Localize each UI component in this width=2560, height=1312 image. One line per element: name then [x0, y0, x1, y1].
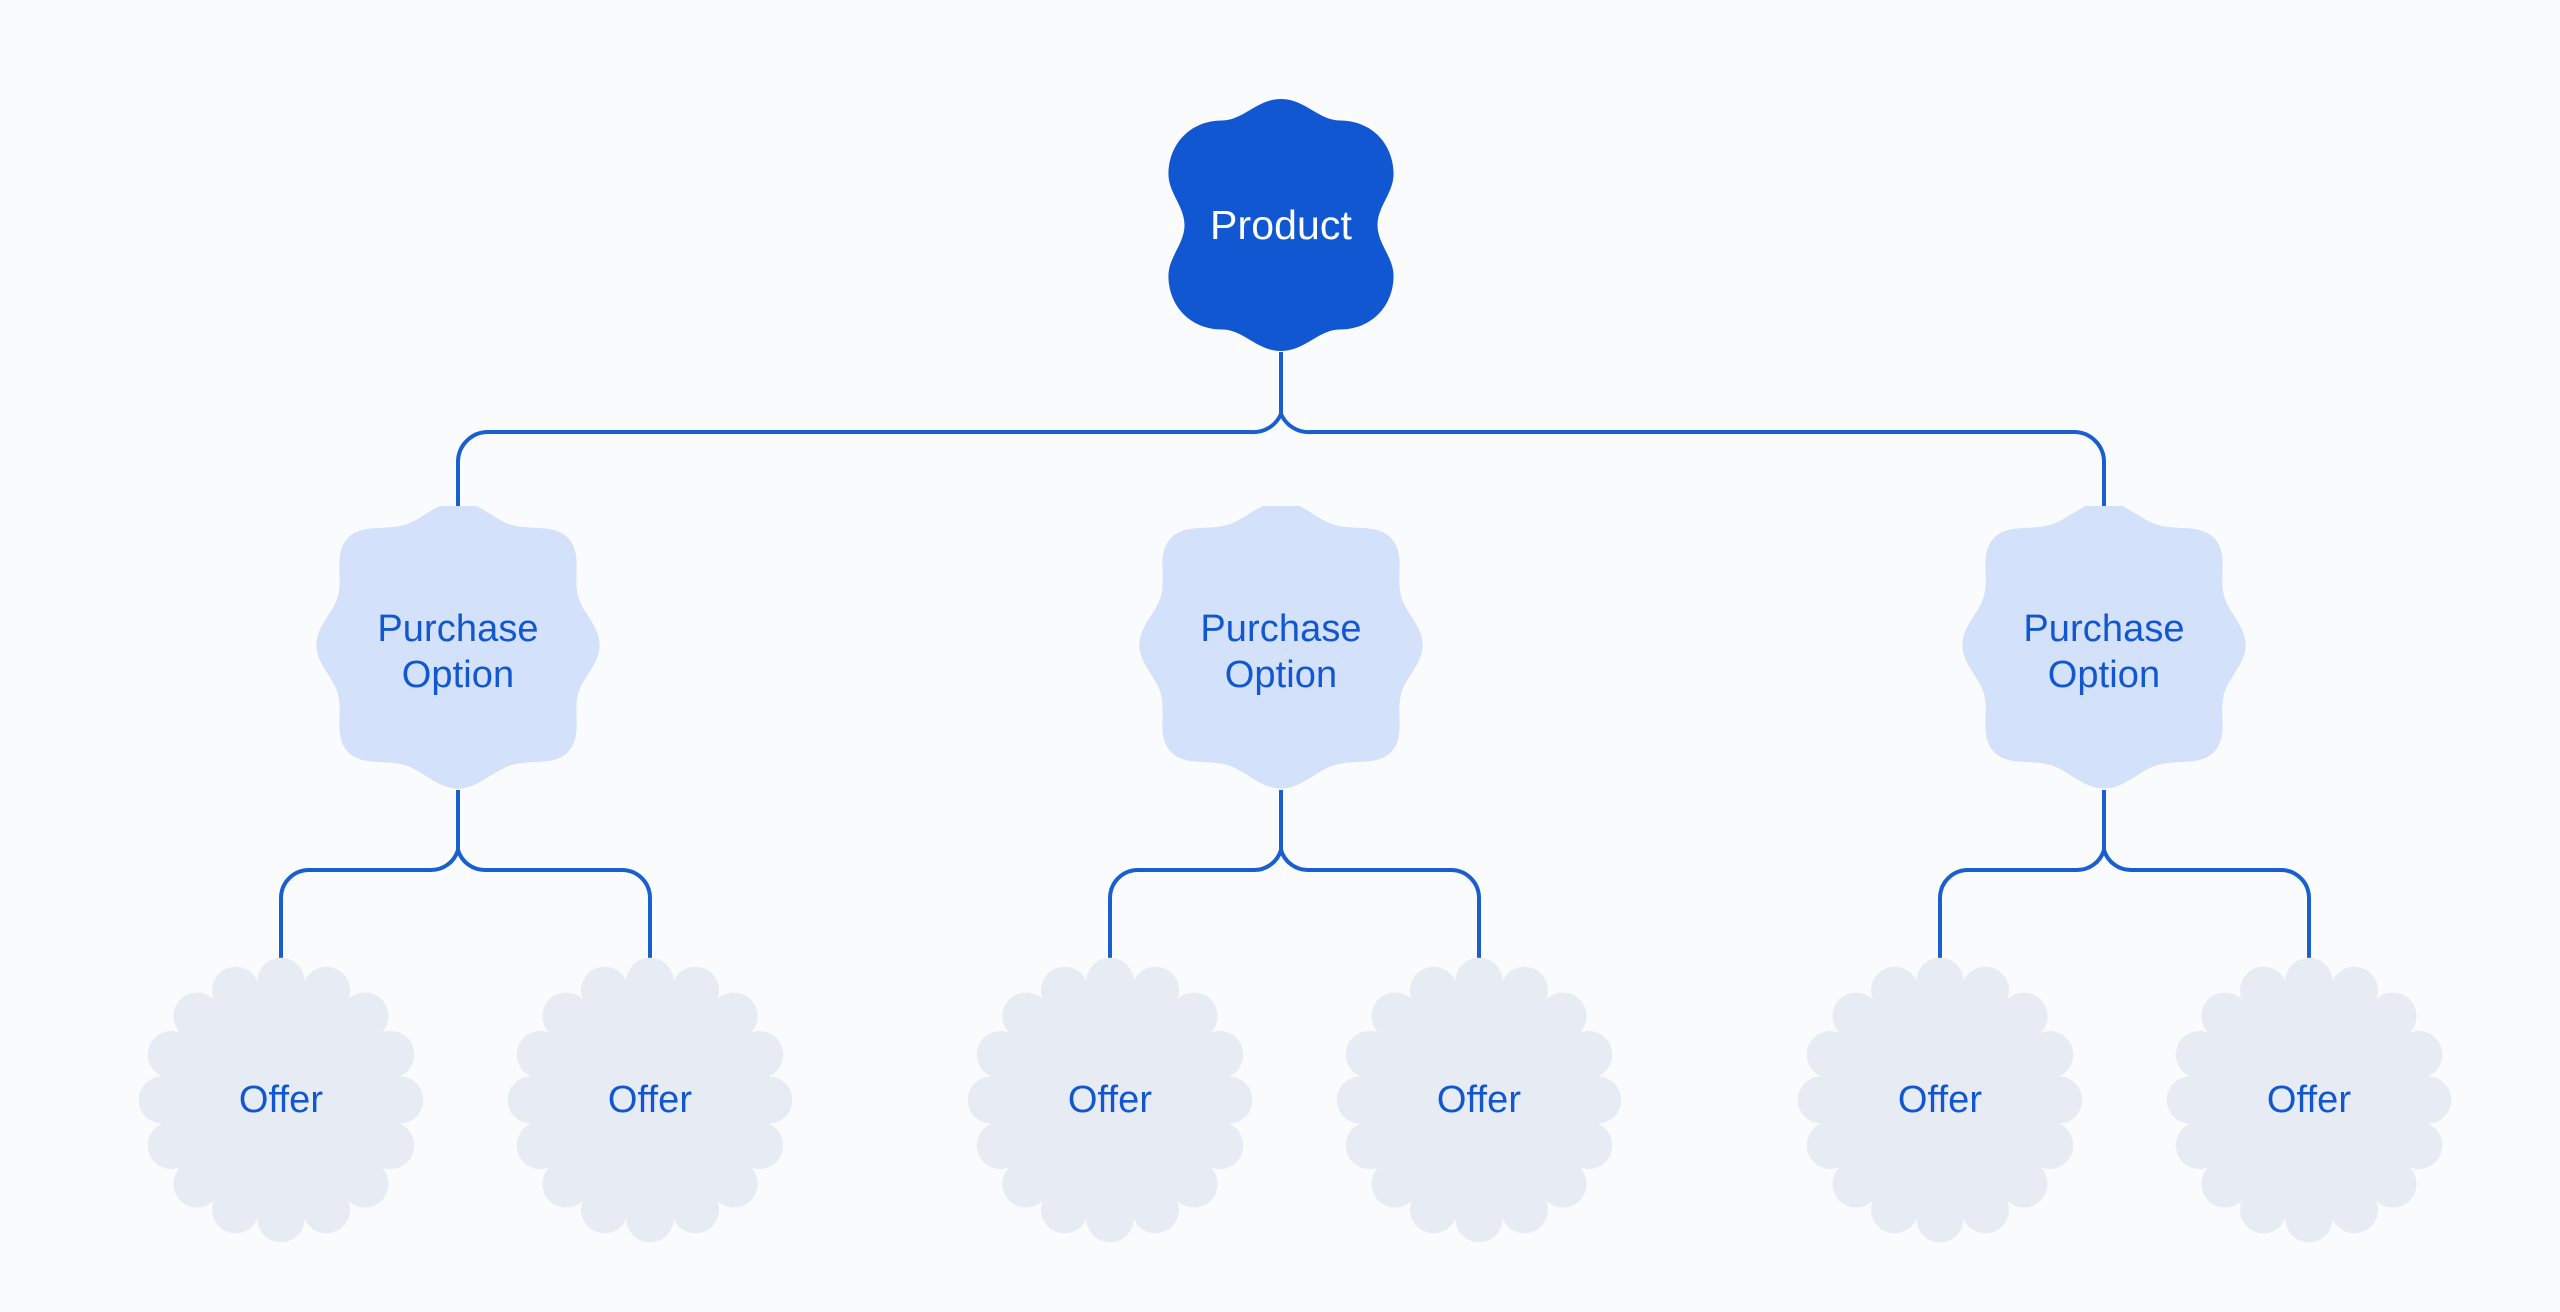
node-product[interactable]: Product: [1147, 89, 1415, 361]
node-offer-6[interactable]: Offer: [2166, 957, 2452, 1243]
product-shape-icon: [1168, 99, 1394, 351]
purchase-option-shape-icon: [316, 506, 600, 789]
offer-shape-icon: [138, 957, 424, 1243]
node-purchase-option-2[interactable]: Purchase Option: [1129, 506, 1433, 798]
connector-option-3-bus: [1938, 848, 2311, 962]
node-offer-3[interactable]: Offer: [967, 957, 1253, 1243]
connector-product-bus: [456, 412, 2106, 512]
connector-option-2-bus: [1108, 848, 1481, 962]
connector-option-1-bus: [279, 848, 652, 962]
purchase-option-shape-icon: [1139, 506, 1423, 789]
node-offer-4[interactable]: Offer: [1336, 957, 1622, 1243]
offer-shape-icon: [2166, 957, 2452, 1243]
offer-shape-icon: [967, 957, 1253, 1243]
purchase-option-shape-icon: [1962, 506, 2246, 789]
node-purchase-option-1[interactable]: Purchase Option: [306, 506, 610, 798]
node-offer-5[interactable]: Offer: [1797, 957, 2083, 1243]
offer-shape-icon: [1797, 957, 2083, 1243]
node-offer-2[interactable]: Offer: [507, 957, 793, 1243]
offer-shape-icon: [507, 957, 793, 1243]
offer-shape-icon: [1336, 957, 1622, 1243]
node-purchase-option-3[interactable]: Purchase Option: [1952, 506, 2256, 798]
node-offer-1[interactable]: Offer: [138, 957, 424, 1243]
